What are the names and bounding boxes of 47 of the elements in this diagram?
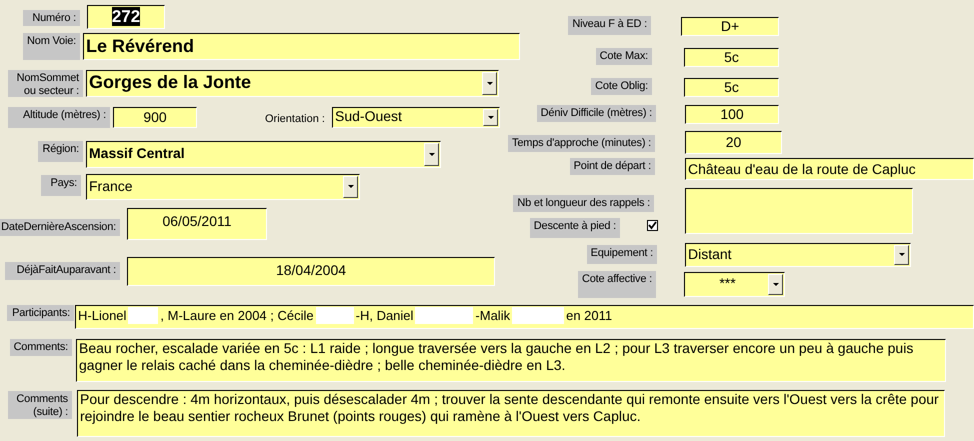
dropdown-field: France (86, 174, 360, 200)
date-field: 06/05/2011 (127, 208, 267, 240)
field-label: Orientation : (265, 113, 325, 125)
field-label: Cote Oblig: (591, 78, 652, 95)
field-label: Cote Max: (596, 48, 652, 65)
text-area: Pour descendre : 4m horizontaux, puis désescalader 4m ; trouver la sente descendante qui remonte ensuite vers l'Ouest vers la crête pour rejoindre le beau sentier rocheux Brunet (points rouges) qui ramène à l'Ouest vers Capluc. (77, 390, 945, 437)
field-text: -H, Daniel (356, 307, 414, 325)
input-field: 5c (684, 48, 779, 67)
field-label: Numéro : (23, 10, 80, 26)
field-label: Nom Voie: (23, 33, 80, 60)
field-label: Déniv Difficile (mètres) : (536, 105, 656, 122)
field-label: Altitude (mètres) : (8, 107, 110, 128)
field-label: Comments: (10, 339, 72, 356)
text-area (685, 188, 913, 234)
field-label: DéjàFaitAuparavant : (5, 262, 120, 280)
dropdown-field: *** (684, 272, 785, 297)
field-label: Participants: (7, 305, 74, 321)
field-text: H-Lionel (78, 307, 126, 325)
dropdown-field: Distant (685, 243, 911, 267)
field-label: Equipement : (586, 245, 657, 264)
input-field: 5c (684, 78, 779, 97)
field-text: , M-Laure en 2004 ; Cécile (160, 307, 314, 325)
input-field: Château d'eau de la route de Capluc (685, 158, 974, 180)
number-field: 900 (113, 107, 197, 128)
number-field: 20 (685, 131, 782, 154)
field-label: Nb et longueur des rappels : (513, 195, 654, 212)
field-label: Comments (suite) : (8, 391, 72, 419)
number-field: 272 (87, 5, 165, 29)
field-label: Région: (38, 141, 83, 162)
field-label: Pays: (41, 175, 81, 196)
field-label: Point de départ : (570, 158, 655, 175)
dropdown-field: Massif Central (86, 141, 441, 168)
field-label: NomSommet ou secteur : (8, 70, 83, 97)
field-label: Niveau F à ED : (568, 16, 651, 35)
field-label: DateDernièreAscension: (0, 219, 120, 236)
field-label: Temps d'approche (minutes) : (508, 135, 655, 152)
dropdown-field: Sud-Ouest (332, 107, 500, 128)
input-field: Le Révérend (83, 33, 520, 60)
field-text: en 2011 (566, 307, 612, 325)
field-label: Descente à pied : (530, 218, 620, 238)
number-field: 100 (685, 105, 779, 124)
date-field: 18/04/2004 (127, 257, 495, 286)
field-text: -Malik (475, 307, 510, 325)
text-area: Beau rocher, escalade variée en 5c : L1 raide ; longue traversée vers la gauche en L2 ; pour L3 traverser encore un peu à gauche puis gagner le relais caché dans la cheminée-dièdre ; belle cheminée-dièdre en L3. (76, 339, 946, 382)
field-label: Cote affective : (578, 271, 656, 298)
dropdown-field: Gorges de la Jonte (86, 70, 499, 97)
input-field: D+ (681, 17, 779, 36)
